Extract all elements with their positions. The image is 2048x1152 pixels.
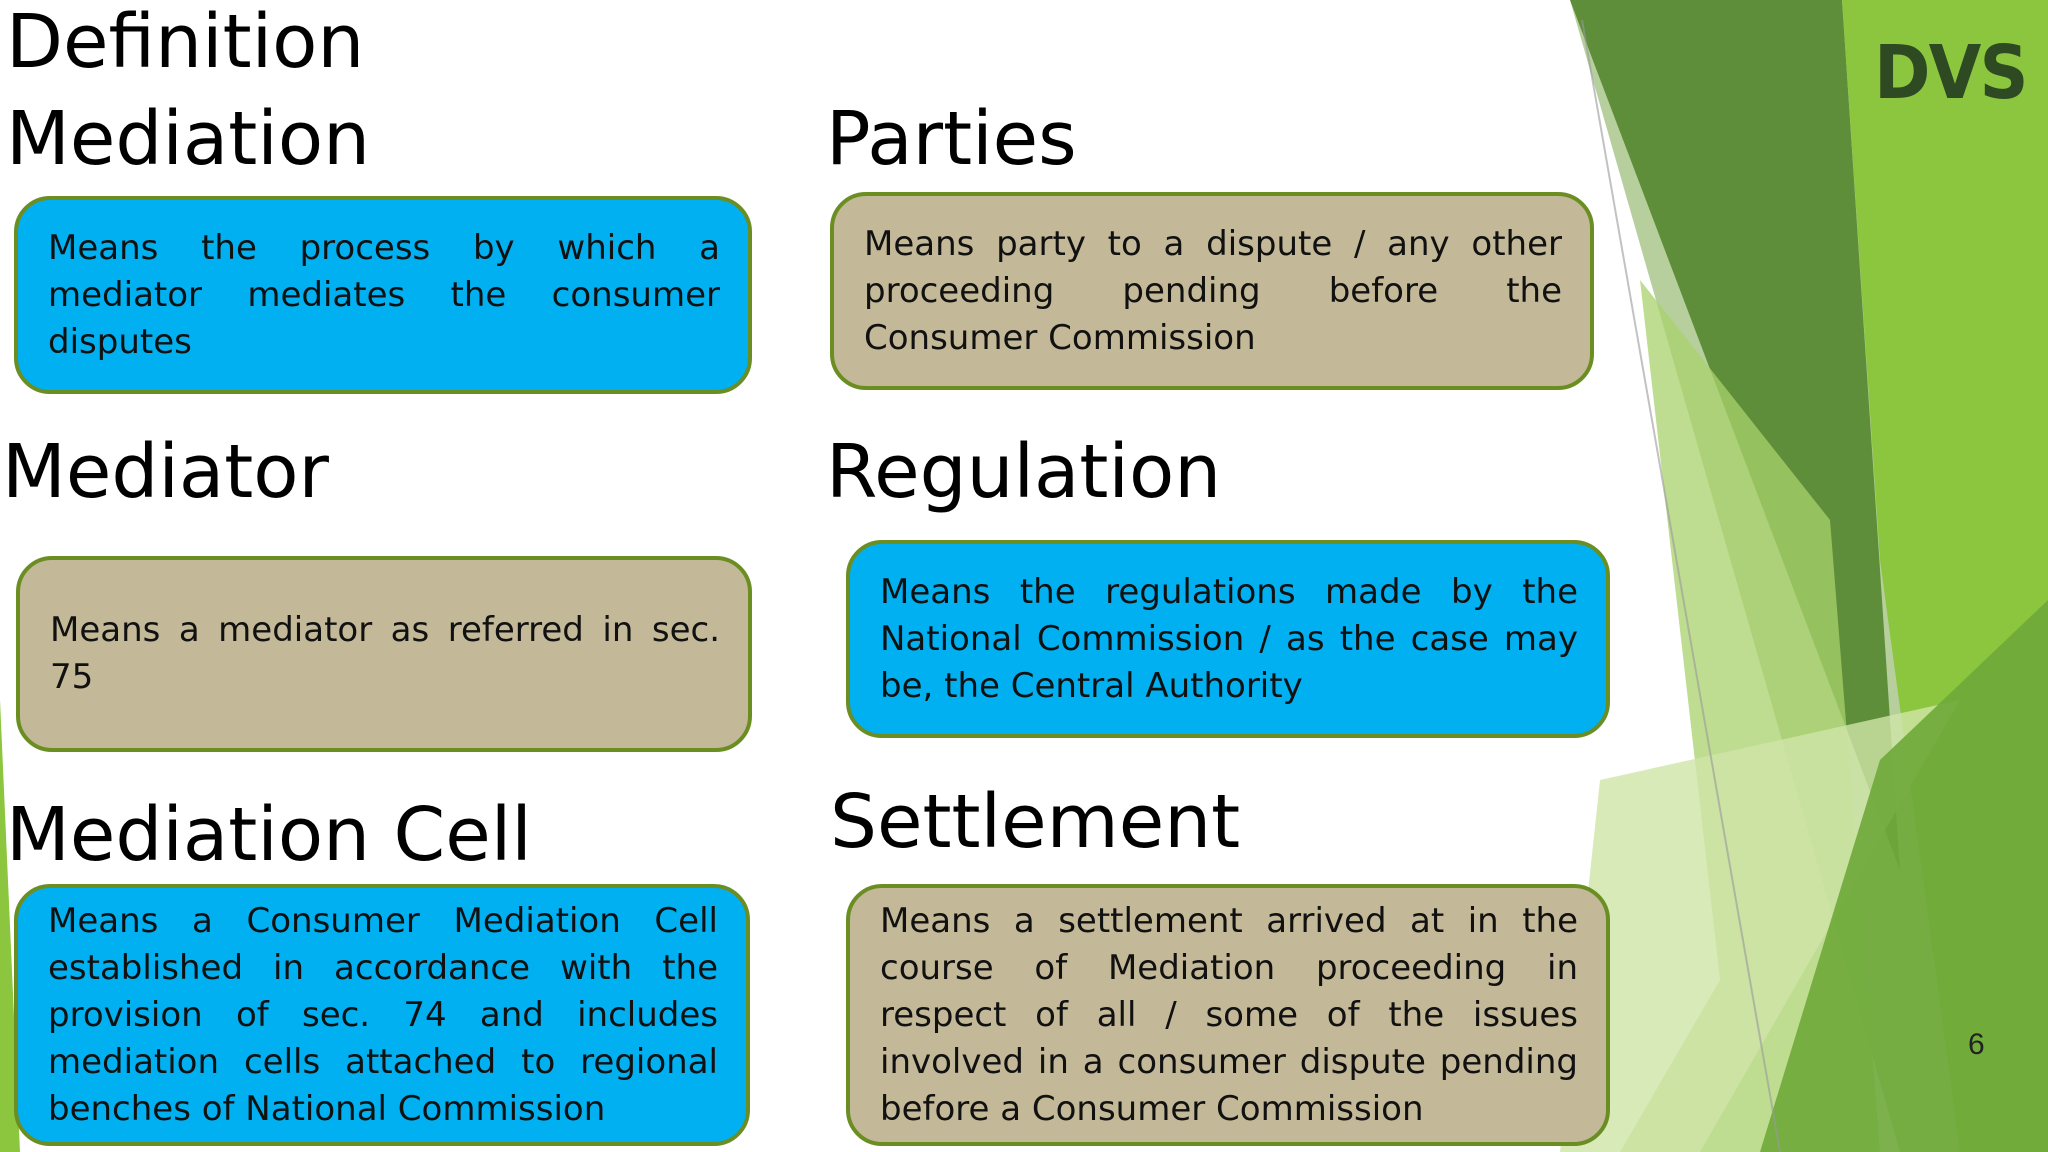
- definition-box-settlement: Means a settlement arrived at in the cou…: [846, 884, 1610, 1146]
- definition-text-settlement: Means a settlement arrived at in the cou…: [880, 900, 1578, 1129]
- decor-line: [1581, 19, 1781, 1152]
- slide-title: Definition: [6, 0, 365, 85]
- term-heading-mediator: Mediator: [2, 429, 329, 515]
- logo-text: DVS: [1874, 30, 2029, 116]
- term-heading-mediation: Mediation: [6, 96, 371, 182]
- definition-text-parties: Means party to a dispute / any other pro…: [864, 223, 1562, 358]
- term-heading-parties: Parties: [826, 96, 1077, 182]
- definition-box-mediator: Means a mediator as referred in sec. 75: [16, 556, 752, 752]
- definition-text-mediator: Means a mediator as referred in sec. 75: [50, 610, 720, 697]
- term-heading-regulation: Regulation: [826, 429, 1222, 515]
- definition-box-mediation-cell: Means a Consumer Mediation Cell establis…: [14, 884, 750, 1146]
- term-heading-mediation-cell: Mediation Cell: [6, 792, 532, 878]
- definition-box-regulation: Means the regulations made by the Nation…: [846, 540, 1610, 738]
- definition-box-parties: Means party to a dispute / any other pro…: [830, 192, 1594, 390]
- page-number: 6: [1968, 1028, 1985, 1061]
- dvs-logo: DVS: [1872, 30, 2032, 130]
- decor-shape-front: [1760, 600, 2048, 1152]
- definition-text-mediation: Means the process by which a mediator me…: [48, 227, 720, 362]
- definition-box-mediation: Means the process by which a mediator me…: [14, 196, 752, 394]
- term-heading-settlement: Settlement: [830, 779, 1241, 865]
- definition-text-mediation-cell: Means a Consumer Mediation Cell establis…: [48, 900, 718, 1129]
- decor-shape-pale: [1560, 700, 1960, 1152]
- definition-text-regulation: Means the regulations made by the Nation…: [880, 571, 1578, 706]
